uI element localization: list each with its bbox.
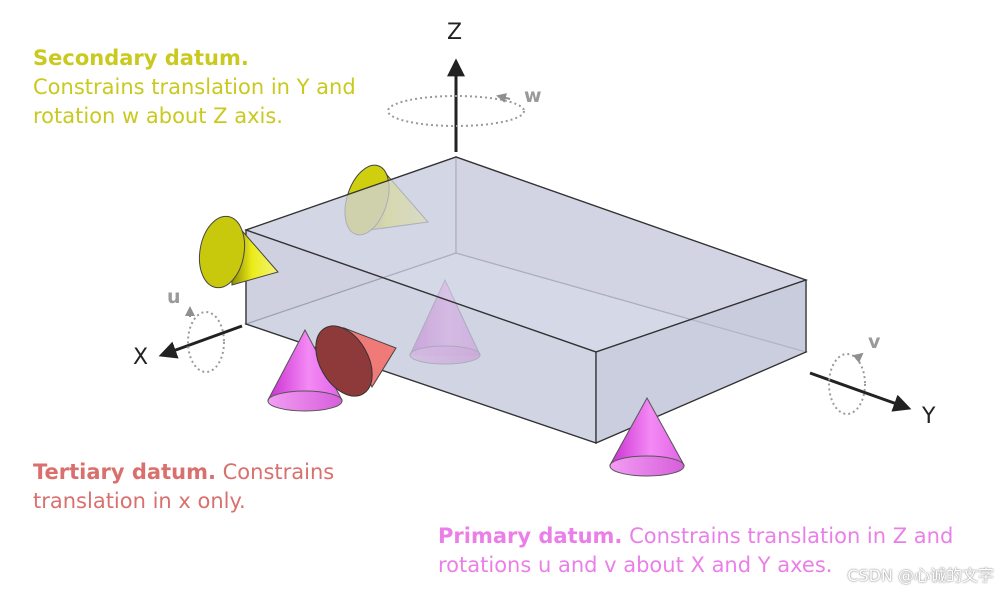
rotation-u-indicator — [185, 306, 225, 373]
rotation-w-indicator — [387, 93, 525, 127]
primary-datum-title: Primary datum. — [438, 524, 623, 548]
primary-datum-description: Constrains translation in Z and rotation… — [438, 524, 954, 577]
y-axis — [809, 371, 912, 412]
tertiary-datum-cone — [315, 325, 397, 397]
secondary-datum-caption: Secondary datum. Constrains translation … — [33, 44, 363, 131]
rotation-v-label: v — [868, 331, 881, 353]
primary-datum-caption: Primary datum. Constrains translation in… — [438, 522, 968, 580]
z-axis-label: Z — [447, 20, 462, 45]
rotation-u-label: u — [167, 286, 181, 308]
tertiary-datum-caption: Tertiary datum. Constrains translation i… — [33, 458, 373, 516]
secondary-datum-title: Secondary datum. — [33, 46, 249, 70]
tertiary-datum-title: Tertiary datum. — [33, 460, 216, 484]
secondary-datum-description: Constrains translation in Y and rotation… — [33, 75, 356, 128]
rotation-v-indicator — [828, 352, 866, 415]
block — [244, 156, 808, 444]
y-axis-label: Y — [921, 404, 936, 429]
primary-datum-cone-left — [267, 328, 343, 412]
primary-datum-cone-right — [609, 396, 685, 477]
x-axis-label: X — [133, 345, 148, 370]
watermark: CSDN @心诚的文字 — [847, 566, 994, 585]
x-axis — [158, 324, 243, 359]
rotation-w-label: w — [524, 85, 542, 107]
tertiary-datum-description: Constrains translation in x only. — [33, 460, 335, 513]
secondary-datum-cone-left — [198, 215, 279, 289]
